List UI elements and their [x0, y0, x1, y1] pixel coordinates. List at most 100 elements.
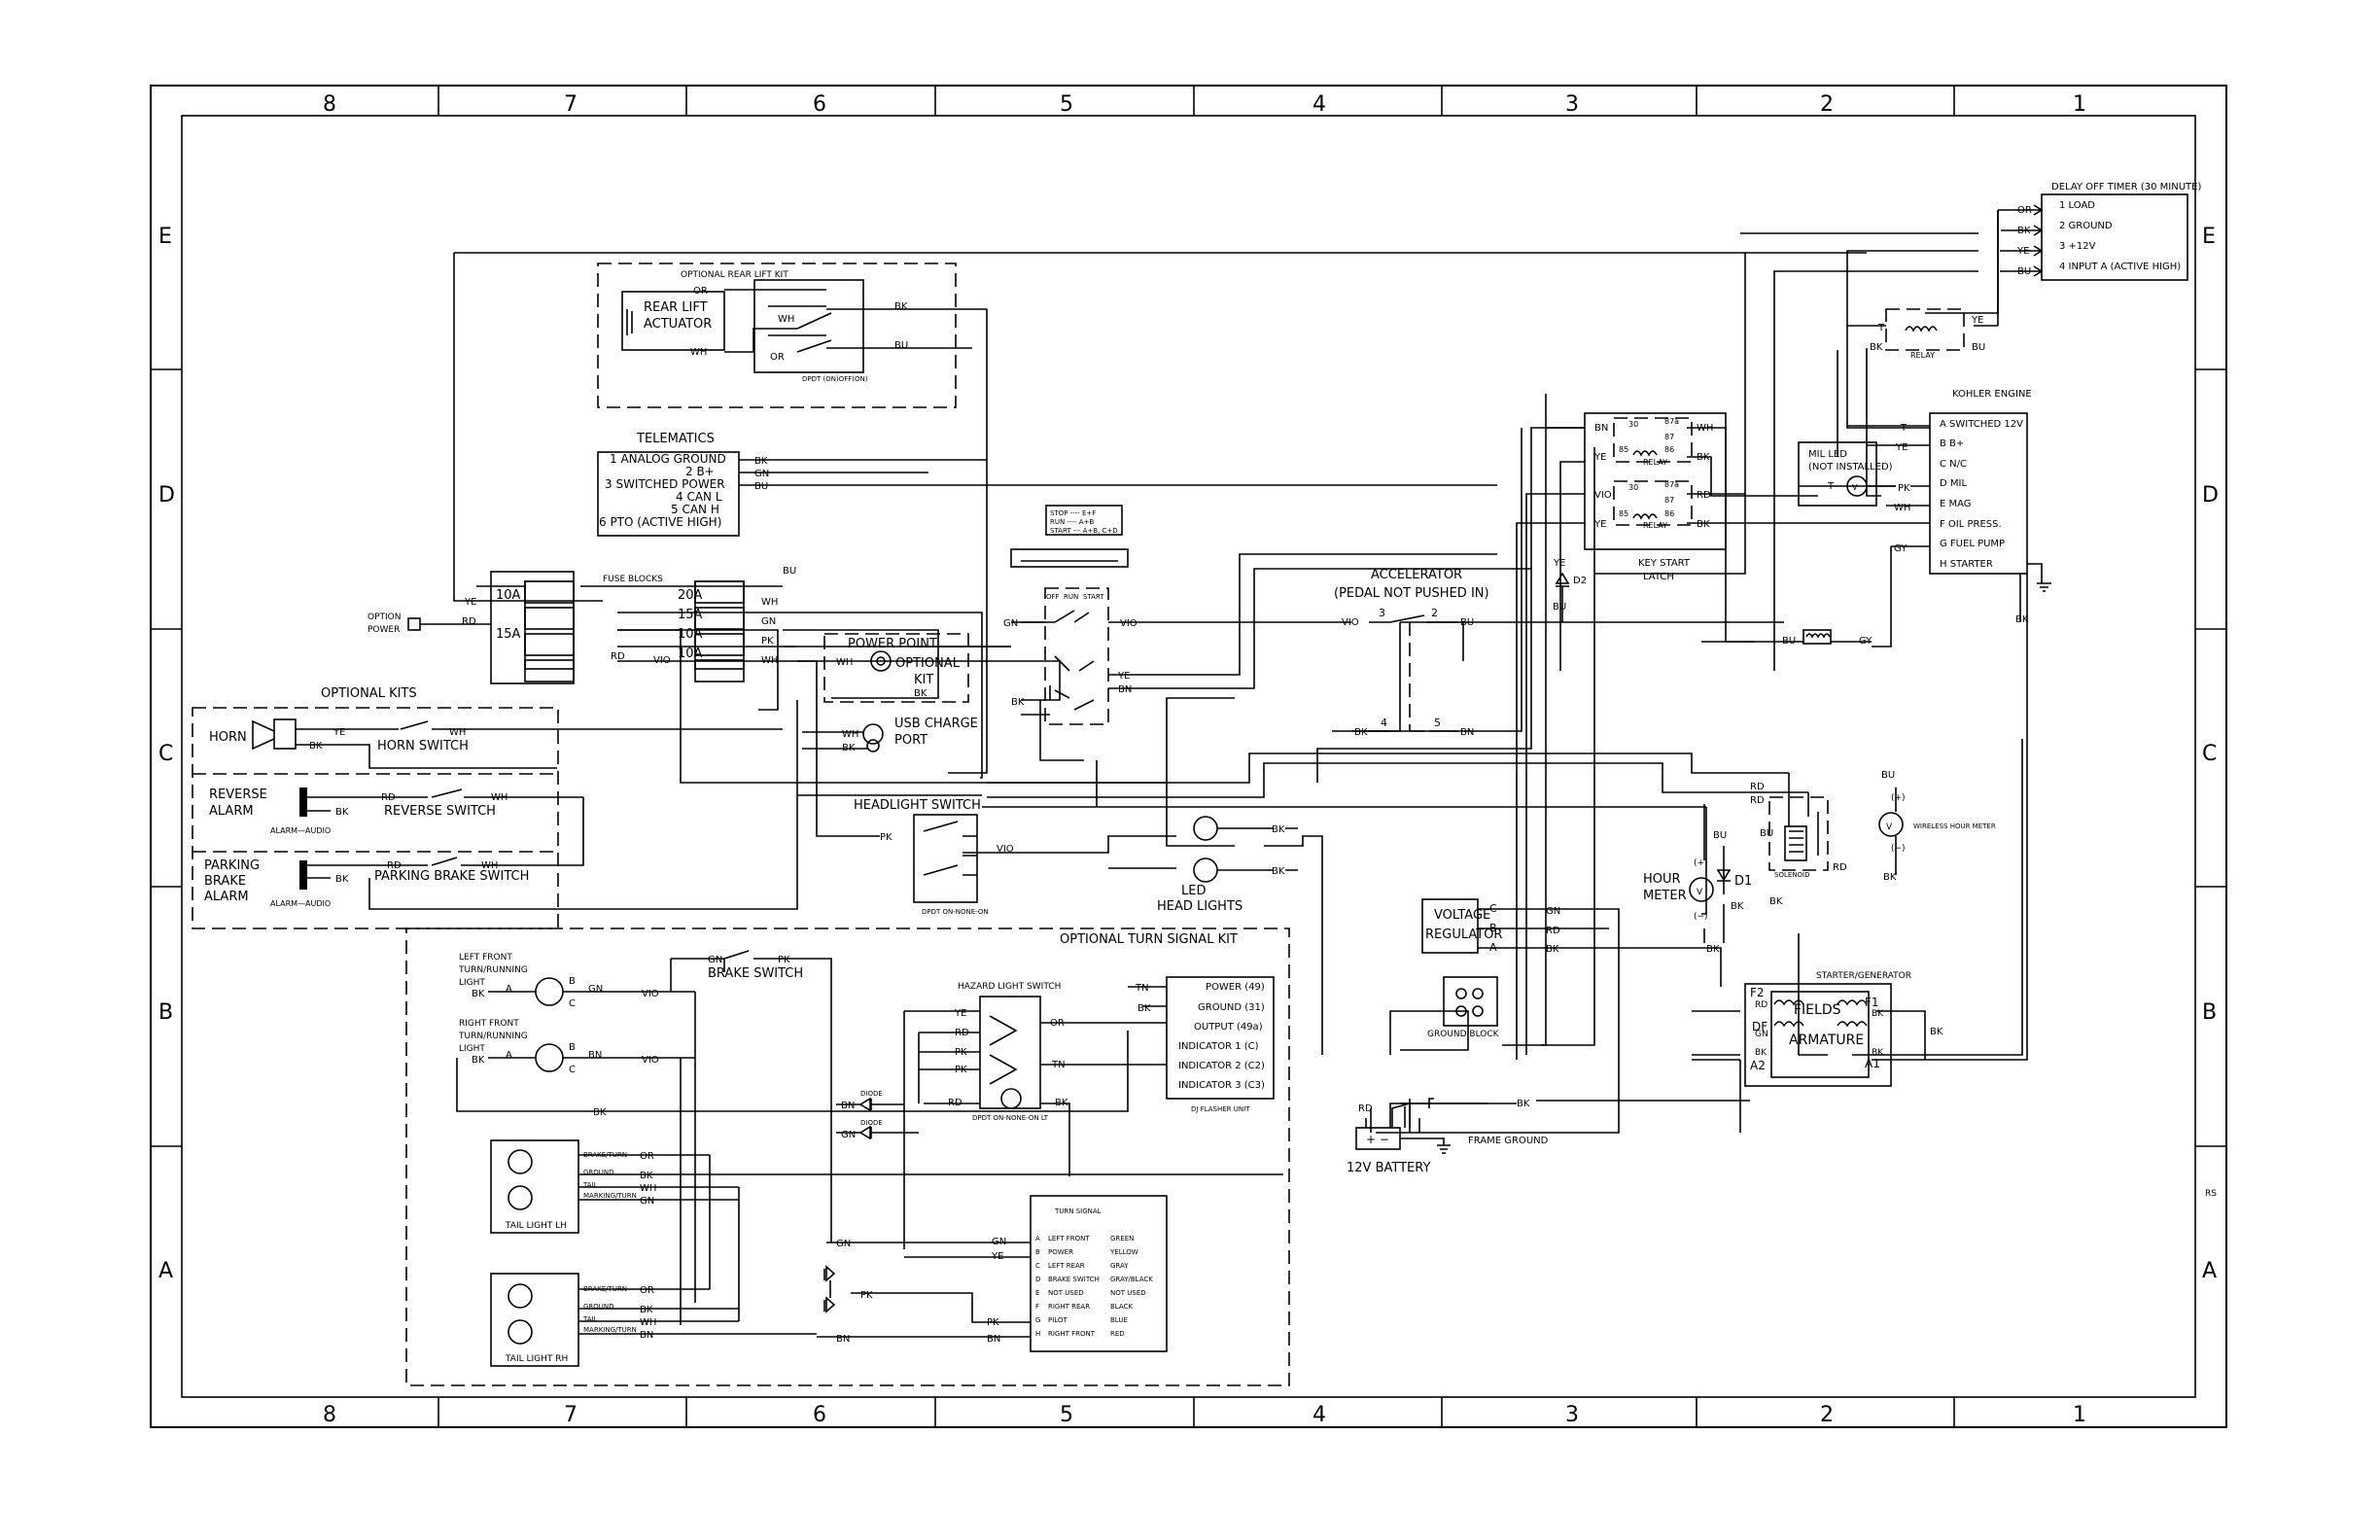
timer-relay-bu: BU	[1972, 342, 1985, 353]
option-power-1: OPTION	[368, 612, 401, 622]
ts-row-8-color: RED	[1110, 1330, 1125, 1338]
delay-pin-2: 2 GROUND	[2059, 221, 2113, 231]
accelerator-title: ACCELERATOR	[1371, 568, 1462, 582]
telematics-pin-4: 4 CAN L	[676, 490, 722, 504]
hazard-switch-title: HAZARD LIGHT SWITCH	[958, 982, 1061, 992]
delay-pin-1: 1 LOAD	[2059, 200, 2095, 211]
grid-col-4-bottom: 4	[1312, 1403, 1326, 1427]
key-wire-bn: BN	[1118, 684, 1132, 695]
flasher-pin-output: OUTPUT (49a)	[1194, 1022, 1263, 1032]
ts-row-5-label: NOT USED	[1048, 1289, 1084, 1297]
d2-wire-bu: BU	[1553, 602, 1566, 612]
key-legend-2: RUN ---- A+B	[1050, 518, 1094, 526]
rear-lift-wire-or2: OR	[770, 352, 785, 363]
ts-row-2-label: POWER	[1048, 1248, 1073, 1256]
main-wiring	[453, 210, 2028, 1134]
telematics: TELEMATICS 1 ANALOG GROUND 2 B+ 3 SWITCH…	[597, 432, 1497, 537]
ts-pin-d: D	[1035, 1276, 1040, 1283]
grid-col-6: 6	[813, 92, 826, 117]
power-point-title: POWER POINT	[848, 637, 937, 651]
fuse-wire-pk: PK	[761, 636, 774, 647]
fuse-left-15a: 15A	[496, 627, 521, 642]
d1-wire-bk: BK	[1731, 901, 1744, 912]
rf-wire-bk2: BK	[593, 1107, 607, 1118]
ts-wire-bn2: BN	[836, 1334, 850, 1345]
power-point-wire-bk: BK	[914, 688, 928, 699]
right-front-2: TURN/RUNNING	[458, 1032, 528, 1041]
latch-wire-wh: WH	[1697, 423, 1713, 434]
ground-block-label: GROUND BLOCK	[1427, 1030, 1500, 1039]
latch-wire-ye2: YE	[1593, 519, 1606, 530]
fuse-wire-vio: VIO	[653, 655, 671, 666]
ts-pin-c: C	[1035, 1262, 1040, 1270]
grid-row-a-right: A	[2202, 1259, 2217, 1283]
fuse-blocks-label: FUSE BLOCKS	[603, 575, 663, 584]
tail-lh-wire-bk: BK	[640, 1171, 653, 1181]
battery-label: 12V BATTERY	[1347, 1161, 1430, 1175]
led-headlights-2: HEAD LIGHTS	[1157, 899, 1242, 914]
grid-col-7-bottom: 7	[564, 1403, 578, 1427]
ts-pin-f: F	[1035, 1303, 1039, 1311]
voltage-regulator-2: REGULATOR	[1425, 928, 1502, 942]
horn-wire-wh: WH	[449, 727, 466, 738]
mil-led-2: (NOT INSTALLED)	[1808, 462, 1893, 472]
latch-wire-bk: BK	[1697, 452, 1710, 463]
accel-terminal-4: 4	[1381, 717, 1387, 729]
ts-row-2-color: YELLOW	[1109, 1248, 1138, 1256]
kohler-wire-wh: WH	[1894, 503, 1910, 513]
wireless-hour-meter: V WIRELESS HOUR METER BU (+) (−) BK	[1878, 770, 1996, 883]
horn-wire-bk: BK	[309, 741, 323, 752]
accelerator: ACCELERATOR (PEDAL NOT PUSHED IN) 3 2 4 …	[1334, 568, 1489, 738]
accel-wire-bk: BK	[1354, 727, 1368, 738]
grid-row-b-right: B	[2202, 1000, 2217, 1025]
mil-led: MIL LED (NOT INSTALLED) V T	[1798, 441, 1896, 507]
power-point-kit: POWER POINT OPTIONAL KIT WH BK	[823, 633, 969, 703]
headlight-wire-bk1: BK	[1272, 824, 1285, 835]
telematics-pin-3: 3 SWITCHED POWER	[605, 477, 725, 491]
timer-relay-label: RELAY	[1910, 351, 1935, 360]
kohler-wire-t: T	[1900, 423, 1908, 434]
ts-wire-bn: BN	[987, 1334, 1000, 1345]
kohler-wire-ye: YE	[1895, 442, 1908, 453]
fuse-wire-bu: BU	[783, 566, 796, 577]
reg-terminal-a: A	[1489, 941, 1497, 954]
headlight-switch-title: HEADLIGHT SWITCH	[854, 798, 981, 813]
solenoid: SOLENOID RD RD BU RD BK	[1750, 782, 1847, 907]
mil-led-1: MIL LED	[1808, 449, 1847, 460]
relay-2-pin-30: 30	[1628, 483, 1638, 492]
rear-lift-wire-bk: BK	[894, 301, 908, 312]
option-power: OPTION POWER	[368, 612, 491, 635]
turn-signal-kit: OPTIONAL TURN SIGNAL KIT LEFT FRONT TURN…	[405, 928, 1290, 1386]
grid-row-c-right: C	[2202, 742, 2217, 766]
ts-row-1-label: LEFT FRONT	[1048, 1235, 1090, 1242]
left-front-2: TURN/RUNNING	[458, 965, 528, 975]
tail-rh-marking: MARKING/TURN	[583, 1326, 637, 1334]
grid-col-8: 8	[323, 92, 336, 117]
ts-row-6-color: BLACK	[1110, 1303, 1133, 1311]
hour-meter-1: HOUR	[1643, 872, 1681, 887]
power-point-wire-wh: WH	[836, 657, 853, 668]
reg-terminal-c: C	[1489, 902, 1497, 915]
reverse-alarm-2: ALARM	[209, 804, 254, 819]
left-front-1: LEFT FRONT	[459, 953, 512, 962]
sg-wire-rd: RD	[1755, 1000, 1768, 1010]
grid-col-7: 7	[564, 92, 578, 117]
relay-1-pin-85: 85	[1619, 445, 1628, 454]
flasher-pin-ind3: INDICATOR 3 (C3)	[1178, 1080, 1265, 1091]
kohler-engine: KOHLER ENGINE A SWITCHED 12V B B+ C N/C …	[1894, 389, 2051, 625]
optional-kits: OPTIONAL KITS HORN HORN SWITCH YE BK WH …	[192, 686, 798, 929]
headlight-switch: HEADLIGHT SWITCH DPDT ON-NONE-ON PK VIO	[854, 798, 1014, 916]
grid-col-8-bottom: 8	[323, 1403, 336, 1427]
sg-wire-bk: BK	[1755, 1048, 1768, 1058]
grid-col-3: 3	[1565, 92, 1579, 117]
relay-1-pin-87a: 87a	[1664, 417, 1679, 426]
kohler-pin-c: C N/C	[1940, 459, 1967, 470]
ts-pin-e: E	[1035, 1289, 1039, 1297]
fuse-wire-wh2: WH	[761, 655, 778, 666]
ts-row-3-label: LEFT REAR	[1048, 1262, 1085, 1270]
flasher-pin-ind2: INDICATOR 2 (C2)	[1178, 1061, 1265, 1071]
usb-charge-1: USB CHARGE	[894, 717, 978, 731]
lf-wire-bk: BK	[472, 989, 485, 999]
flasher-wire-bk: BK	[1138, 1003, 1151, 1014]
ts-row-7-color: BLUE	[1110, 1316, 1128, 1324]
